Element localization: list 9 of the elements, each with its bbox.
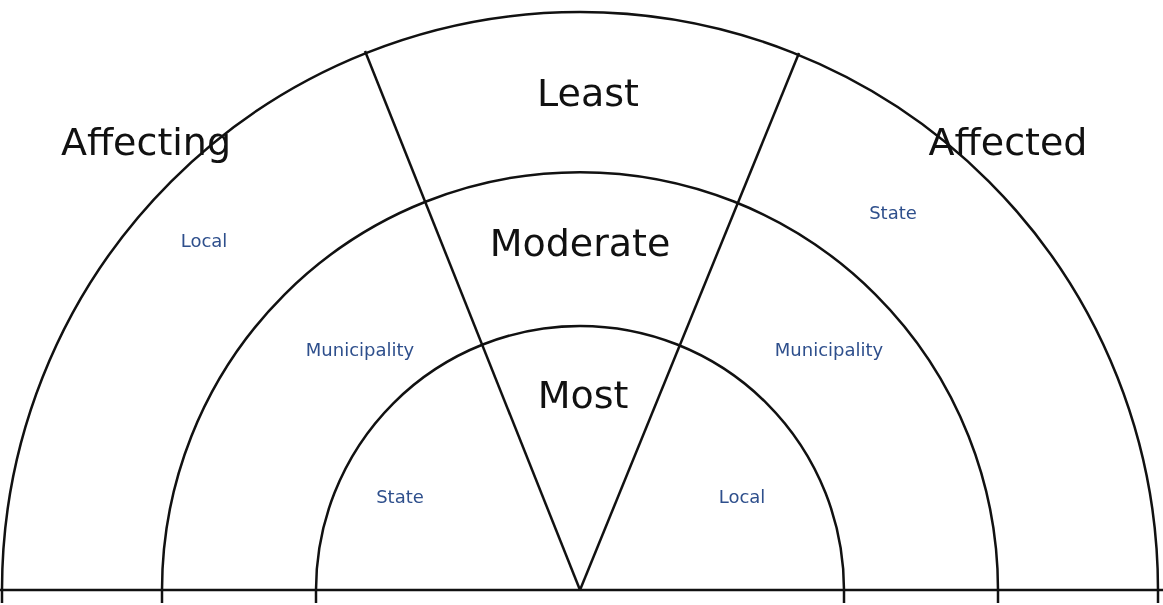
ring-label: Local [718,485,766,507]
zone-label: Most [537,373,629,417]
ring-label: Local [180,229,228,251]
ring-label: State [376,485,424,507]
zone-label: Least [537,71,639,115]
ring-label: Municipality [774,338,884,360]
ring-label: Municipality [305,338,415,360]
zone-label: Moderate [489,221,671,265]
ring-label: State [869,201,917,223]
